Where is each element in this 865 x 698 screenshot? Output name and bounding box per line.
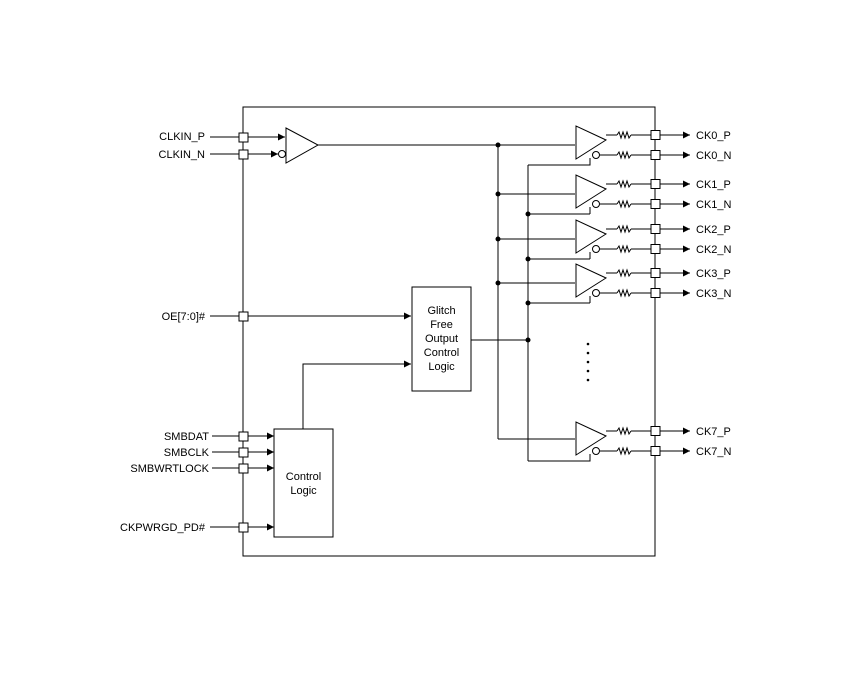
output-buffer-2 (575, 219, 608, 254)
glitch-line-5: Logic (428, 361, 455, 373)
clkin-p-label: CLKIN_P (159, 131, 205, 143)
ellipsis-dots (586, 342, 590, 382)
input-oe: OE[7:0]# (162, 311, 411, 323)
inversion-bubble (278, 150, 286, 158)
smbclk-pin (238, 447, 249, 458)
input-clkin-p: CLKIN_P (159, 131, 285, 143)
input-buffer (285, 127, 320, 164)
output-buffer-1 (575, 174, 608, 209)
clkin-p-pin (238, 132, 249, 143)
control-line-1: Control (286, 471, 321, 483)
output-pin-n-0 (650, 150, 661, 160)
output-label-n-4: CK7_N (696, 446, 732, 458)
control-logic-block: Control Logic (273, 428, 334, 538)
output-label-n-0: CK0_N (696, 150, 732, 162)
output-pin-p-0 (650, 130, 661, 140)
glitch-line-3: Output (425, 333, 458, 345)
clkin-n-label: CLKIN_N (159, 149, 206, 161)
input-smbwrtlock: SMBWRTLOCK (130, 463, 274, 475)
output-pin-n-3 (650, 288, 661, 298)
input-clkin-n: CLKIN_N (159, 149, 278, 161)
control-line-2: Logic (290, 485, 317, 497)
oe-label: OE[7:0]# (162, 311, 206, 323)
output-buffer-3 (575, 263, 608, 298)
output-buffers: CK0_P CK0_N CK1_P CK1_N CK2_P CK2_N CK3_P CK3_N… (575, 125, 732, 458)
output-channel-1: CK1_P CK1_N (575, 174, 732, 211)
output-label-p-0: CK0_P (696, 130, 731, 142)
smbdat-label: SMBDAT (164, 431, 209, 443)
input-ckpwrgd: CKPWRGD_PD# (120, 522, 274, 534)
output-pin-n-4 (650, 446, 661, 456)
input-smbdat: SMBDAT (164, 431, 274, 443)
smbdat-pin (238, 431, 249, 442)
output-label-n-1: CK1_N (696, 199, 732, 211)
output-label-n-3: CK3_N (696, 288, 732, 300)
smbwrtlock-pin (238, 463, 249, 474)
output-pin-p-4 (650, 426, 661, 436)
oe-pin (238, 311, 249, 322)
output-pin-p-2 (650, 224, 661, 234)
output-pin-p-3 (650, 268, 661, 278)
output-buffer-4 (575, 421, 608, 456)
output-channel-3: CK3_P CK3_N (575, 263, 732, 300)
output-label-p-3: CK3_P (696, 268, 731, 280)
output-buffer-0 (575, 125, 608, 160)
glitch-free-control-block: Glitch Free Output Control Logic (411, 286, 472, 392)
output-pin-p-1 (650, 179, 661, 189)
ckpwrgd-pin (238, 522, 249, 533)
output-label-p-4: CK7_P (696, 426, 731, 438)
clkin-n-pin (238, 149, 249, 160)
smbwrtlock-label: SMBWRTLOCK (130, 463, 209, 475)
output-channel-4: CK7_P CK7_N (575, 421, 732, 458)
chip-outline (242, 106, 656, 557)
glitch-line-2: Free (430, 319, 453, 331)
output-pin-n-1 (650, 199, 661, 209)
control-to-glitch-wire (302, 360, 411, 429)
output-channel-2: CK2_P CK2_N (575, 219, 732, 256)
glitch-line-4: Control (424, 347, 459, 359)
output-label-n-2: CK2_N (696, 244, 732, 256)
output-pin-n-2 (650, 244, 661, 254)
ckpwrgd-label: CKPWRGD_PD# (120, 522, 206, 534)
glitch-line-1: Glitch (427, 305, 455, 317)
output-label-p-1: CK1_P (696, 179, 731, 191)
output-label-p-2: CK2_P (696, 224, 731, 236)
smbclk-label: SMBCLK (164, 447, 210, 459)
input-smbclk: SMBCLK (164, 447, 274, 459)
output-channel-0: CK0_P CK0_N (575, 125, 732, 162)
